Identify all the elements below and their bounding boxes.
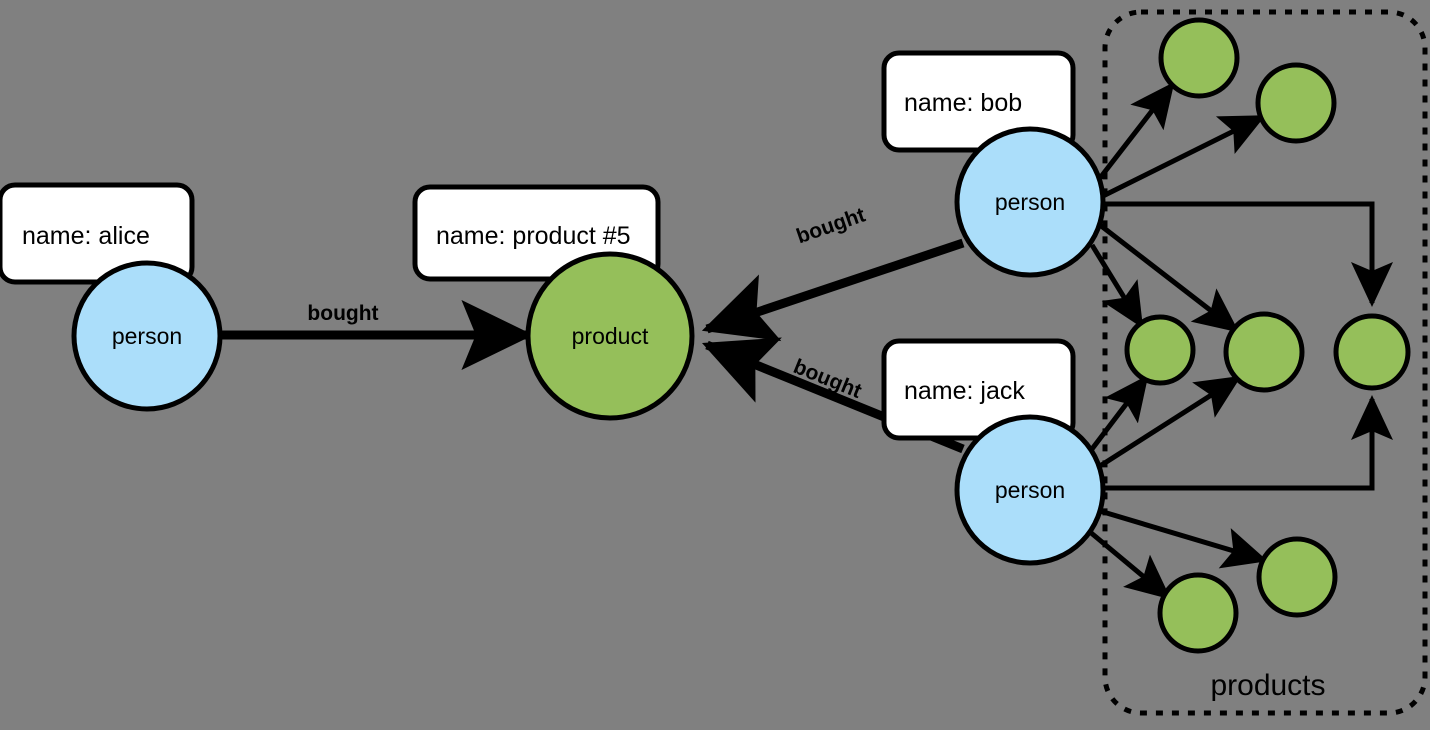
edge-bob-to-p4: [1098, 223, 1240, 333]
jack-product-edges: [1088, 374, 1393, 600]
node-bob-circle[interactable]: [954, 126, 1106, 278]
node-product5[interactable]: product: [525, 251, 695, 421]
products-cluster: products: [1102, 9, 1428, 716]
attribute-box-alice-text: name: alice: [22, 222, 150, 250]
edge-bob-to-p1: [1098, 81, 1175, 180]
main-nodes: person product person person: [71, 126, 1106, 566]
attribute-box-jack-text: name: jack: [904, 377, 1025, 405]
edge-bob-bought: [701, 238, 965, 342]
node-bob[interactable]: person: [954, 126, 1106, 278]
edge-jack-to-p3: [1090, 374, 1149, 451]
attribute-box-product5-text: name: product #5: [436, 222, 631, 250]
edge-label-alice-bought: bought: [307, 302, 378, 325]
node-jack[interactable]: person: [954, 414, 1106, 566]
product-node-p5[interactable]: [1333, 313, 1411, 391]
edge-bob-to-p3: [1089, 243, 1144, 329]
edge-jack-to-p6: [1088, 530, 1172, 600]
node-product5-label: product: [572, 323, 649, 349]
attribute-box-alice: name: alice: [0, 182, 195, 285]
product-node-p7[interactable]: [1256, 536, 1338, 618]
cluster-label: products: [1210, 669, 1325, 702]
edge-jack-to-p5: [1104, 394, 1393, 491]
product-node-p1[interactable]: [1158, 17, 1240, 99]
attribute-box-bob-text: name: bob: [904, 89, 1022, 117]
product-node-p6[interactable]: [1157, 572, 1239, 654]
product-node-p3[interactable]: [1124, 314, 1196, 386]
node-alice-circle[interactable]: [71, 260, 223, 412]
node-product5-circle[interactable]: [525, 251, 695, 421]
edge-jack-to-p7: [1099, 508, 1268, 569]
edge-jack-to-p4: [1098, 375, 1242, 469]
bob-product-edges: [1089, 81, 1393, 333]
node-jack-circle[interactable]: [954, 414, 1106, 566]
product-node-p4[interactable]: [1223, 311, 1305, 393]
node-jack-label: person: [995, 477, 1065, 503]
edge-label-bob-bought: bought: [794, 203, 869, 248]
node-alice-label: person: [112, 323, 182, 349]
product-node-p2[interactable]: [1255, 62, 1337, 144]
node-bob-label: person: [995, 189, 1065, 215]
node-alice[interactable]: person: [71, 260, 223, 412]
edge-bob-to-p2: [1101, 114, 1266, 199]
cluster-product-nodes: [1124, 17, 1411, 654]
edge-bob-to-p5: [1104, 201, 1393, 308]
